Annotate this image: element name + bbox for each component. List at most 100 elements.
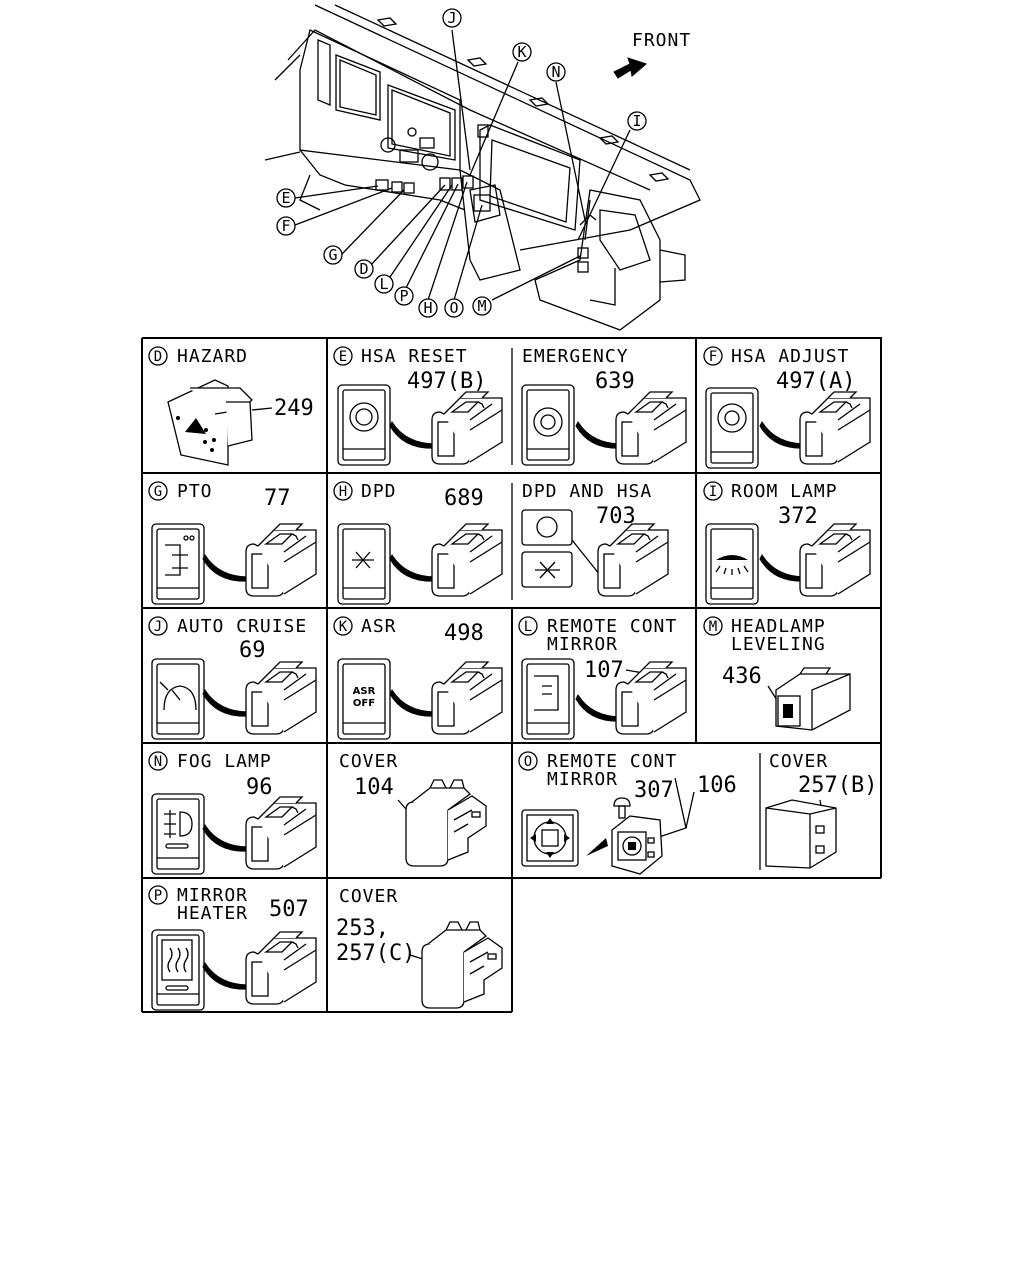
svg-text:F: F — [281, 217, 290, 235]
cover-253-part-1: 253, — [336, 916, 389, 941]
room-lamp-switch-icon — [799, 523, 871, 597]
room-lamp-panel-icon — [705, 523, 759, 605]
cell-e-hsa-reset: E HSA RESET 497(B) — [333, 346, 503, 466]
dpd-hsa-switch-icon — [597, 523, 669, 597]
dashboard-overview: FRONT E F G D L P H O M J K N I — [264, 4, 701, 331]
svg-text:I: I — [632, 112, 641, 130]
cover-104-icon — [405, 779, 487, 867]
cell-dpd-hsa-part: 703 — [596, 504, 636, 529]
callout-n: N — [546, 62, 566, 82]
cell-o-title-2: MIRROR — [547, 769, 618, 790]
cell-e-part: 497(B) — [407, 369, 486, 394]
cover-257b-part: 257(B) — [798, 773, 877, 798]
cell-i-title: ROOM LAMP — [731, 481, 838, 502]
cell-h-dpd: H DPD 689 — [333, 481, 503, 605]
svg-text:P: P — [399, 287, 408, 305]
cell-k-asr: K ASR 498 ASR OFF — [333, 616, 503, 740]
asr-panel-icon: ASR OFF — [337, 658, 391, 740]
asr-icon-text-1: ASR — [353, 686, 376, 697]
svg-text:J: J — [447, 9, 456, 27]
auto-cruise-switch-icon — [245, 661, 317, 735]
cell-d-letter: D — [154, 349, 162, 365]
callout-j: J — [442, 8, 462, 28]
callout-h: H — [418, 298, 438, 318]
cell-o-part-b: 106 — [697, 773, 737, 798]
callout-e: E — [276, 188, 296, 208]
remote-mirror-panel-icon — [521, 658, 575, 740]
callout-m: M — [472, 296, 492, 316]
callout-d: D — [354, 259, 374, 279]
cell-cover-257b: COVER 257(B) — [765, 751, 877, 869]
cell-j-title: AUTO CRUISE — [177, 616, 307, 637]
cell-e-title: HSA RESET — [361, 346, 468, 367]
front-label: FRONT — [632, 30, 691, 51]
cell-g-letter: G — [154, 484, 162, 500]
cell-i-letter: I — [709, 484, 717, 500]
cell-m-headlamp-leveling: M HEADLAMP LEVELING 436 — [703, 616, 851, 731]
callout-i: I — [627, 111, 647, 131]
cell-f-title: HSA ADJUST — [731, 346, 849, 367]
cover-257b-title: COVER — [769, 751, 828, 772]
cell-emergency-part: 639 — [595, 369, 635, 394]
svg-text:G: G — [328, 246, 337, 264]
cell-cover-104: COVER 104 — [339, 751, 487, 867]
cell-g-title: PTO — [177, 481, 213, 502]
hsa-adjust-panel-icon — [705, 387, 759, 469]
callout-p: P — [394, 286, 414, 306]
cell-l-remote-cont-mirror: L REMOTE CONT MIRROR 107 — [518, 616, 687, 740]
cell-f-hsa-adjust: F HSA ADJUST 497(A) — [703, 346, 871, 469]
cell-f-letter: F — [709, 349, 717, 365]
cell-o-part-a: 307 — [634, 778, 674, 803]
cell-h-letter: H — [339, 484, 347, 500]
fog-lamp-switch-icon — [245, 796, 317, 870]
cell-k-part: 498 — [444, 621, 484, 646]
cell-o-title-1: REMOTE CONT — [547, 751, 677, 772]
mirror-control-panel-icon — [521, 809, 579, 867]
emergency-switch-icon — [615, 391, 687, 465]
callout-o: O — [444, 298, 464, 318]
cell-p-title-2: HEATER — [177, 903, 248, 924]
cell-m-part: 436 — [722, 664, 762, 689]
fog-lamp-panel-icon — [151, 793, 205, 875]
cell-o-remote-cont-mirror: O REMOTE CONT MIRROR 307 106 — [518, 751, 737, 875]
mirror-heater-switch-icon — [245, 931, 317, 1005]
emergency-panel-icon — [521, 384, 575, 466]
cell-i-part: 372 — [778, 504, 818, 529]
dpd-switch-icon — [431, 523, 503, 597]
cell-dpd-hsa-title: DPD AND HSA — [522, 481, 652, 502]
pto-switch-icon — [245, 523, 317, 597]
hsa-reset-panel-icon — [337, 384, 391, 466]
pto-panel-icon — [151, 523, 205, 605]
cell-g-pto: G PTO 77 — [148, 481, 317, 605]
cell-j-part: 69 — [239, 638, 266, 663]
cell-n-part: 96 — [246, 775, 273, 800]
callout-g: G — [323, 245, 343, 265]
cover-104-part: 104 — [354, 775, 394, 800]
cell-p-mirror-heater: P MIRROR HEATER 507 — [148, 885, 317, 1011]
cell-d-title: HAZARD — [177, 346, 248, 367]
dpd-hsa-panel-icon — [521, 509, 573, 588]
cover-253-title: COVER — [339, 886, 398, 907]
cell-p-part: 507 — [269, 897, 309, 922]
svg-text:M: M — [477, 297, 486, 315]
cell-p-letter: P — [154, 888, 162, 904]
cover-104-title: COVER — [339, 751, 398, 772]
cover-253-icon — [421, 921, 503, 1009]
svg-text:O: O — [449, 299, 458, 317]
cell-f-part: 497(A) — [776, 369, 855, 394]
cell-p-title-1: MIRROR — [177, 885, 248, 906]
callout-f: F — [276, 216, 296, 236]
auto-cruise-panel-icon — [151, 658, 205, 740]
asr-switch-icon — [431, 661, 503, 735]
cell-l-title-1: REMOTE CONT — [547, 616, 677, 637]
svg-text:K: K — [517, 43, 526, 61]
callout-k: K — [512, 42, 532, 62]
cell-e-letter: E — [339, 349, 347, 365]
cell-m-letter: M — [709, 619, 717, 635]
cell-l-part: 107 — [584, 658, 624, 683]
remote-mirror-switch-icon — [615, 661, 687, 735]
cover-253-part-2: 257(C) — [336, 941, 415, 966]
cell-d-hazard: D HAZARD 249 — [148, 346, 314, 466]
svg-text:L: L — [379, 275, 388, 293]
